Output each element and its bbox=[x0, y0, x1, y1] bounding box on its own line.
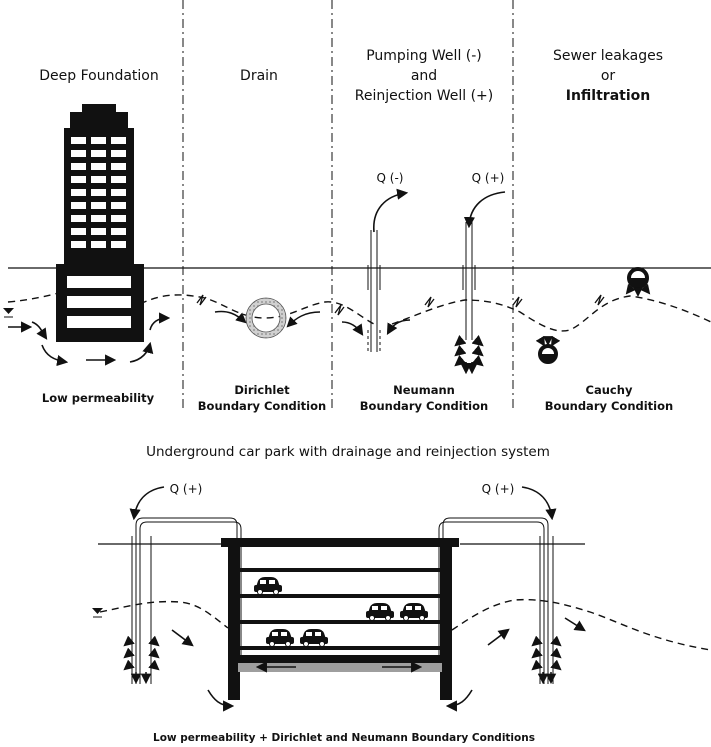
cauchy-label: Cauchy Boundary Condition bbox=[545, 382, 673, 414]
sewer-header-line1: Sewer leakages bbox=[552, 48, 664, 64]
wells-header-line3: Reinjection Well (+) bbox=[354, 88, 494, 104]
pumping-q-label: Q (-) bbox=[376, 171, 404, 185]
carpark-reinjection-arrows bbox=[123, 635, 562, 685]
break-marks bbox=[196, 294, 605, 316]
dirichlet-line2: Boundary Condition bbox=[197, 399, 327, 413]
wells-header-line2: and bbox=[410, 68, 438, 84]
pumping-flow-arrow bbox=[373, 188, 409, 233]
deep-foundation-header: Deep Foundation bbox=[39, 68, 159, 84]
high-rise-building bbox=[56, 104, 144, 342]
carpark-water-table bbox=[99, 598, 711, 651]
carpark-groundwater-arrows bbox=[171, 617, 586, 712]
column-separators bbox=[182, 0, 514, 412]
sewer-pipe-bottom bbox=[535, 335, 561, 364]
water-table-symbol bbox=[3, 308, 14, 318]
reinjection-outflow-arrows bbox=[454, 334, 484, 375]
drain-flow-arrows bbox=[214, 310, 321, 328]
low-permeability-label: Low permeability bbox=[41, 391, 155, 405]
foundation-flow-arrows bbox=[8, 312, 171, 367]
sewer-header: Sewer leakages or Infiltration bbox=[553, 46, 663, 106]
car-park-title: Underground car park with drainage and r… bbox=[146, 444, 550, 460]
drain-header: Drain bbox=[240, 68, 278, 84]
cauchy-line2: Boundary Condition bbox=[544, 399, 674, 413]
parked-cars bbox=[254, 577, 428, 647]
reinjection-well bbox=[462, 222, 476, 340]
dirichlet-line1: Dirichlet bbox=[234, 383, 290, 397]
neumann-line1: Neumann bbox=[393, 383, 455, 397]
drainage-pipes bbox=[131, 517, 554, 684]
sewer-header-line3: Infiltration bbox=[565, 88, 651, 104]
carpark-q-right: Q (+) bbox=[481, 482, 515, 496]
reinjection-flow-arrow bbox=[463, 191, 506, 229]
sewer-header-line2: or bbox=[600, 68, 616, 84]
pumping-inflow-arrows bbox=[341, 319, 411, 336]
wells-header: Pumping Well (-) and Reinjection Well (+… bbox=[355, 46, 493, 106]
reinjection-q-label: Q (+) bbox=[471, 171, 505, 185]
carpark-q-arrows bbox=[129, 486, 557, 521]
carpark-water-table-symbol bbox=[92, 608, 103, 618]
wells-header-line1: Pumping Well (-) bbox=[366, 48, 482, 64]
dirichlet-label: Dirichlet Boundary Condition bbox=[198, 382, 326, 414]
drain-pipe bbox=[245, 297, 287, 339]
cauchy-line1: Cauchy bbox=[585, 383, 633, 397]
car-park-caption: Low permeability + Dirichlet and Neumann… bbox=[153, 732, 535, 744]
carpark-q-left: Q (+) bbox=[169, 482, 203, 496]
sewer-pipe-top bbox=[625, 267, 651, 297]
pumping-well bbox=[367, 230, 381, 352]
neumann-label: Neumann Boundary Condition bbox=[360, 382, 488, 414]
neumann-line2: Boundary Condition bbox=[359, 399, 489, 413]
